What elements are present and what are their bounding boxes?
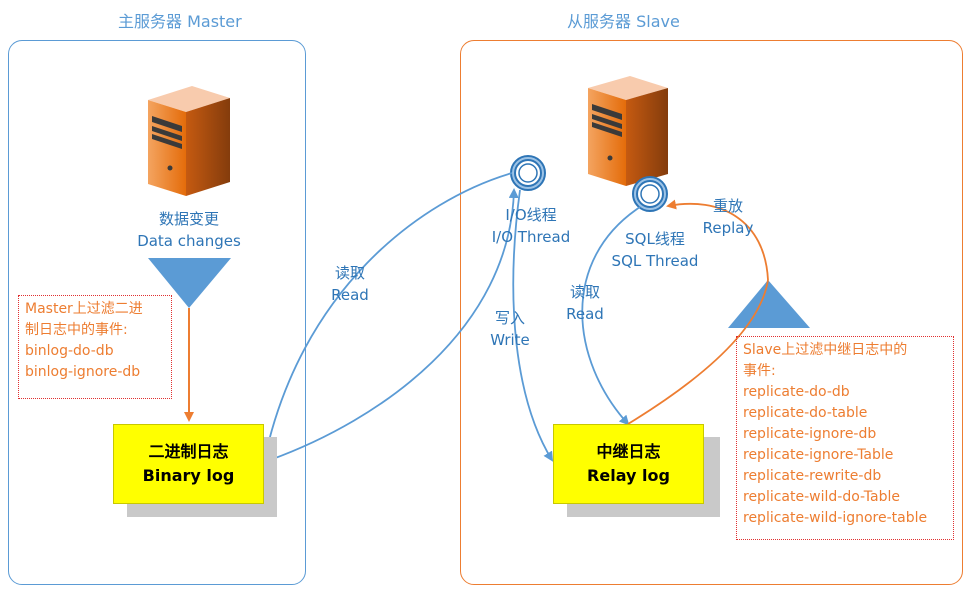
data-changes-cn: 数据变更 (158, 210, 219, 228)
io-read-arrow (260, 172, 513, 464)
sql-thread-label: SQL线程 SQL Thread (598, 228, 712, 272)
read-label-left: 读取 Read (320, 262, 380, 306)
master-filter-line: Master上过滤二进 (25, 301, 143, 317)
data-changes-en: Data changes (137, 232, 241, 250)
read-left-en: Read (331, 286, 369, 304)
slave-filter-line: replicate-rewrite-db (743, 468, 882, 484)
master-server-icon (148, 86, 230, 196)
binlog-to-io-arrow (269, 188, 519, 461)
read-slave-en: Read (566, 305, 604, 323)
master-filter-note: Master上过滤二进 制日志中的事件: binlog-do-db binlog… (18, 295, 172, 399)
master-panel (8, 40, 306, 585)
write-arrow (512, 189, 554, 462)
read-label-slave: 读取 Read (555, 281, 615, 325)
relay-log-en: Relay log (587, 466, 670, 485)
slave-filter-line: replicate-ignore-db (743, 426, 877, 442)
binary-log-cn: 二进制日志 (148, 442, 229, 461)
slave-filter-line: 事件: (743, 363, 776, 379)
io-thread-en: I/O Thread (491, 228, 571, 246)
replay-label: 重放 Replay (696, 195, 760, 239)
master-filter-line: 制日志中的事件: (25, 322, 128, 338)
replay-en: Replay (702, 219, 754, 237)
data-changes-label: 数据变更 Data changes (129, 208, 249, 252)
write-label: 写入 Write (480, 307, 540, 351)
relay-log-cn: 中继日志 (596, 442, 661, 461)
master-title: 主服务器 Master (118, 12, 242, 31)
binary-log-en: Binary log (142, 466, 235, 485)
slave-panel (460, 40, 963, 585)
slave-filter-note: Slave上过滤中继日志中的 事件: replicate-do-db repli… (736, 336, 954, 540)
master-filter-line: binlog-do-db (25, 343, 114, 359)
read-left-cn: 读取 (334, 264, 365, 282)
slave-filter-line: Slave上过滤中继日志中的 (743, 342, 908, 358)
replay-arc (627, 279, 769, 425)
slave-filter-line: replicate-ignore-Table (743, 447, 894, 463)
binary-log-box: 二进制日志 Binary log (113, 424, 264, 504)
sql-read-arrow (581, 206, 641, 426)
slave-filter-line: replicate-wild-ignore-table (743, 510, 928, 526)
slave-filter-line: replicate-do-table (743, 405, 868, 421)
io-thread-ring-icon (510, 155, 546, 191)
write-cn: 写入 (494, 309, 525, 327)
slave-filter-line: replicate-wild-do-Table (743, 489, 901, 505)
io-thread-cn: I/O线程 (505, 206, 557, 224)
slave-triangle-icon (728, 280, 810, 328)
slave-title: 从服务器 Slave (567, 12, 680, 31)
read-slave-cn: 读取 (569, 283, 600, 301)
sql-thread-cn: SQL线程 (625, 230, 685, 248)
io-thread-label: I/O线程 I/O Thread (476, 204, 586, 248)
replay-cn: 重放 (712, 197, 743, 215)
sql-thread-en: SQL Thread (611, 252, 699, 270)
relay-log-box: 中继日志 Relay log (553, 424, 704, 504)
master-triangle-icon (148, 258, 231, 308)
slave-server-icon (588, 76, 668, 186)
replay-arrow (666, 199, 769, 281)
sql-thread-ring-icon (632, 176, 668, 212)
slave-filter-line: replicate-do-db (743, 384, 850, 400)
write-en: Write (490, 331, 530, 349)
master-filter-line: binlog-ignore-db (25, 364, 141, 380)
